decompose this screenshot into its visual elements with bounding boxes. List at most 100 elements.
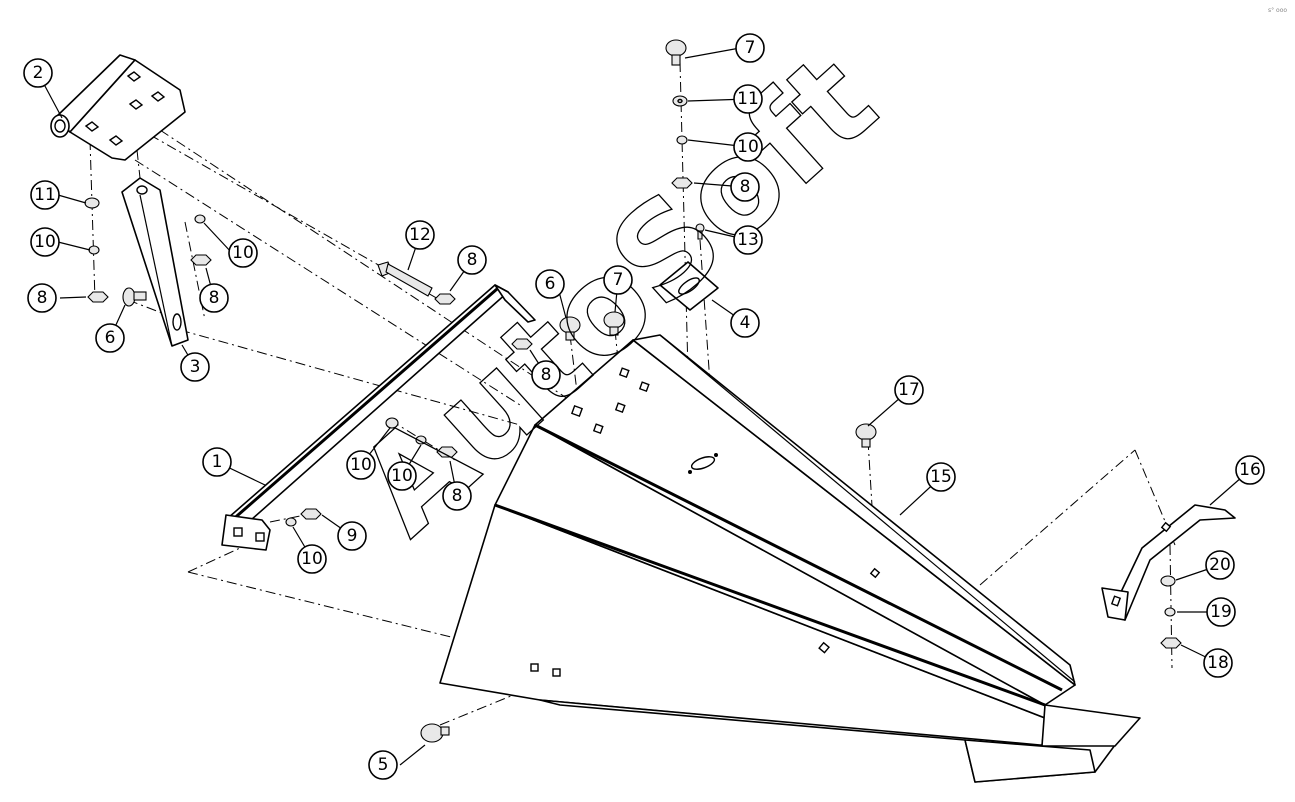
callout-number: 20 (1209, 555, 1231, 575)
nut-8-top (671, 177, 693, 189)
callout-circle (531, 360, 561, 390)
callout-number: 8 (37, 288, 48, 308)
callout-9: 9 (337, 521, 367, 551)
guard-holes (530, 367, 881, 677)
callout-circle (730, 308, 760, 338)
callout-7: 7 (735, 33, 765, 63)
callout-19: 19 (1206, 597, 1236, 627)
callout-8: 8 (457, 245, 487, 275)
callout-number: 6 (105, 328, 116, 348)
callout-3: 3 (180, 352, 210, 382)
callout-circle (535, 269, 565, 299)
callout-16: 16 (1235, 455, 1265, 485)
callout-circle (27, 283, 57, 313)
callout-6: 6 (95, 323, 125, 353)
callout-number: 1 (212, 452, 223, 472)
callout-circle (30, 227, 60, 257)
callout-number: 10 (232, 243, 254, 263)
callout-number: 11 (737, 89, 759, 109)
callout-circle (730, 172, 760, 202)
rear-bracket (1101, 504, 1236, 621)
callout-circle (1235, 455, 1265, 485)
callout-number: 8 (541, 365, 552, 385)
callout-20: 20 (1205, 550, 1235, 580)
callout-number: 10 (737, 137, 759, 157)
callout-circle (297, 544, 327, 574)
slot-plate (659, 261, 719, 311)
callout-8: 8 (531, 360, 561, 390)
callout-circle (733, 84, 763, 114)
callout-number: 10 (391, 466, 413, 486)
callout-number: 12 (409, 225, 431, 245)
callout-number: 17 (898, 380, 920, 400)
callout-8: 8 (27, 283, 57, 313)
carriage-bolt-6-left (122, 287, 147, 307)
callout-number: 5 (378, 755, 389, 775)
hardware (84, 39, 1182, 743)
callout-13: 13 (733, 225, 763, 255)
callout-6: 6 (535, 269, 565, 299)
lockwasher-10-right (194, 214, 206, 224)
carriage-bolt-5 (420, 723, 450, 743)
callout-circle (199, 283, 229, 313)
nut-8-bar (511, 338, 533, 350)
callout-circle (1205, 550, 1235, 580)
callout-number: 10 (34, 232, 56, 252)
callout-circle (95, 323, 125, 353)
hinge-plate (50, 54, 186, 161)
callout-number: 10 (301, 549, 323, 569)
callout-circle (387, 461, 417, 491)
callout-11: 11 (733, 84, 763, 114)
nut-8-left (87, 291, 109, 303)
support-bar (221, 284, 536, 551)
carriage-bolt-17 (855, 423, 877, 448)
callout-7: 7 (603, 265, 633, 295)
washer-11-left (84, 197, 100, 209)
nut-8-right (190, 254, 212, 266)
callout-10: 10 (346, 450, 376, 480)
callout-circle (180, 352, 210, 382)
callout-8: 8 (442, 481, 472, 511)
callout-number: 13 (737, 230, 759, 250)
callout-number: 8 (467, 250, 478, 270)
callout-8: 8 (730, 172, 760, 202)
callout-circle (926, 462, 956, 492)
carriage-bolt-7-top (665, 39, 687, 66)
lockwasher-19 (1164, 607, 1176, 617)
washer-11-top (672, 95, 688, 107)
callout-number: 15 (930, 467, 952, 487)
callout-circle (405, 220, 435, 250)
callout-5: 5 (368, 750, 398, 780)
corner-mark: s° ooo (1268, 7, 1287, 14)
hex-bolt-12 (377, 261, 433, 297)
callout-circle (23, 58, 53, 88)
callout-15: 15 (926, 462, 956, 492)
washer-20 (1160, 575, 1176, 587)
callout-10: 10 (297, 544, 327, 574)
callout-17: 17 (894, 375, 924, 405)
callout-10: 10 (228, 238, 258, 268)
callout-number: 9 (347, 526, 358, 546)
nut-8-bottom (300, 508, 322, 520)
callout-number: 8 (740, 177, 751, 197)
callout-circle (735, 33, 765, 63)
callout-circle (337, 521, 367, 551)
callout-circle (603, 265, 633, 295)
callout-circle (733, 225, 763, 255)
callout-number: 7 (745, 38, 756, 58)
callout-circle (368, 750, 398, 780)
callout-circle (228, 238, 258, 268)
callout-circle (894, 375, 924, 405)
callout-circle (1206, 597, 1236, 627)
callout-number: 11 (34, 185, 56, 205)
carriage-bolt-7-mid (603, 311, 625, 336)
callout-circle (442, 481, 472, 511)
nut-8-bolt12 (434, 293, 456, 305)
screw-13 (695, 223, 705, 240)
callout-circle (1203, 648, 1233, 678)
lockwasher-10-mid (415, 435, 427, 445)
callout-number: 8 (209, 288, 220, 308)
callout-4: 4 (730, 308, 760, 338)
